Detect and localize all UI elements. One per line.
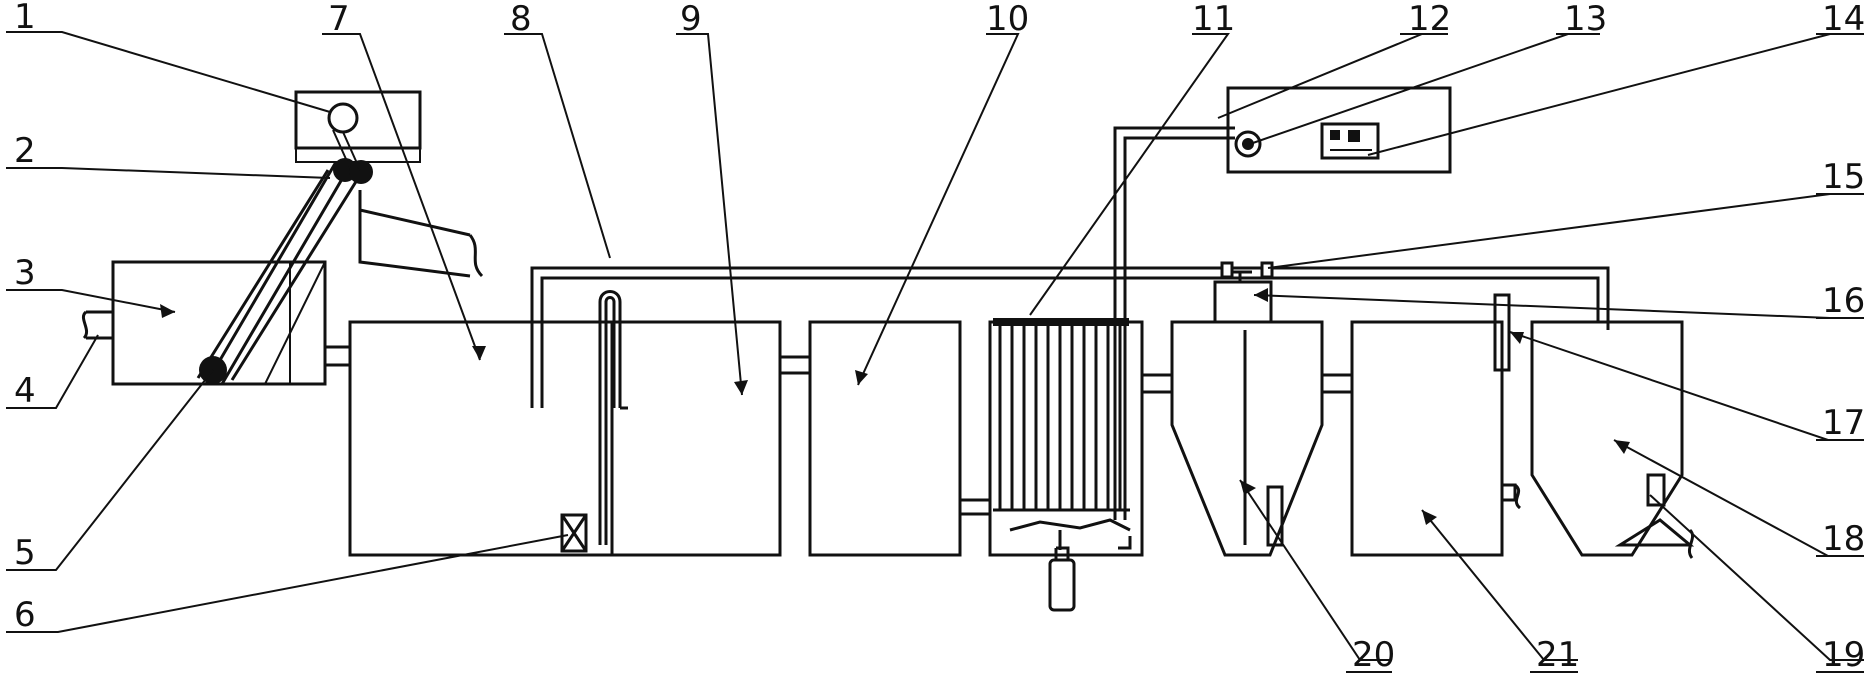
discharge-chute	[358, 190, 471, 278]
piping	[530, 126, 1610, 553]
arrowheads	[160, 288, 1630, 525]
leader-14	[1367, 33, 1864, 156]
label-2: 2	[14, 131, 36, 171]
label-6: 6	[14, 595, 36, 635]
label-8: 8	[510, 0, 532, 39]
leader-10	[857, 33, 1020, 386]
belt-outer	[204, 161, 354, 385]
leader-21	[1421, 509, 1578, 661]
leader-19	[1649, 494, 1864, 661]
control-box	[1226, 86, 1452, 174]
header-pipe-8	[530, 266, 1610, 408]
label-19: 19	[1822, 635, 1865, 675]
leader-16	[1253, 294, 1864, 319]
label-14: 14	[1822, 0, 1865, 39]
pipe-9-10	[780, 355, 810, 375]
tank-18	[1530, 320, 1684, 557]
leader-2	[6, 167, 331, 179]
pipe-11-20	[1142, 373, 1172, 394]
tank-9	[610, 320, 782, 557]
air-pipe	[1113, 126, 1235, 520]
label-7: 7	[328, 0, 350, 39]
pipe-20-21	[1322, 373, 1352, 394]
roller-top-2	[349, 160, 373, 184]
label-18: 18	[1822, 519, 1865, 559]
label-15: 15	[1822, 157, 1865, 197]
equipment	[81, 86, 1695, 612]
inlet-pipe-4	[81, 310, 113, 340]
doser-16	[1213, 280, 1273, 324]
label-5: 5	[14, 533, 36, 573]
pipe-10-11	[960, 498, 990, 516]
label-3: 3	[14, 253, 36, 293]
label-11: 11	[1192, 0, 1235, 39]
label-13: 13	[1564, 0, 1607, 39]
leader-20	[1239, 479, 1392, 661]
label-9: 9	[680, 0, 702, 39]
motor-1	[327, 102, 359, 134]
leader-17	[1509, 331, 1864, 441]
label-12: 12	[1408, 0, 1451, 39]
label-21: 21	[1536, 635, 1579, 675]
valve-6	[560, 513, 588, 553]
leader-8	[504, 33, 611, 259]
label-20: 20	[1352, 635, 1395, 675]
label-10: 10	[986, 0, 1029, 39]
label-1: 1	[14, 0, 36, 37]
panel-14	[1320, 122, 1380, 160]
pipe-3-7	[325, 345, 350, 367]
leader-1	[6, 31, 331, 113]
membrane-plates	[993, 318, 1130, 512]
leader-15	[1267, 193, 1864, 269]
label-underlines	[6, 31, 1864, 673]
label-16: 16	[1822, 281, 1865, 321]
tank-21	[1350, 320, 1504, 557]
leader-9	[676, 33, 743, 396]
pump-motor	[1048, 558, 1076, 612]
tank-10	[808, 320, 962, 557]
number-labels: 1 2 3 4 5 6 7 8 9 10 11 12 13 14 15 16 1…	[14, 0, 1865, 675]
tank-20	[1170, 320, 1324, 557]
u-pipe	[598, 290, 622, 545]
leader-12	[1217, 33, 1448, 119]
label-4: 4	[14, 371, 36, 411]
tank-3	[111, 260, 327, 386]
leader-11	[1029, 33, 1230, 316]
aerator	[1009, 518, 1131, 532]
leader-3	[6, 289, 176, 313]
leader-5	[6, 369, 214, 571]
post-17	[1493, 293, 1511, 372]
leader-6	[6, 534, 569, 633]
blower-13	[1234, 130, 1262, 158]
label-17: 17	[1822, 403, 1865, 443]
